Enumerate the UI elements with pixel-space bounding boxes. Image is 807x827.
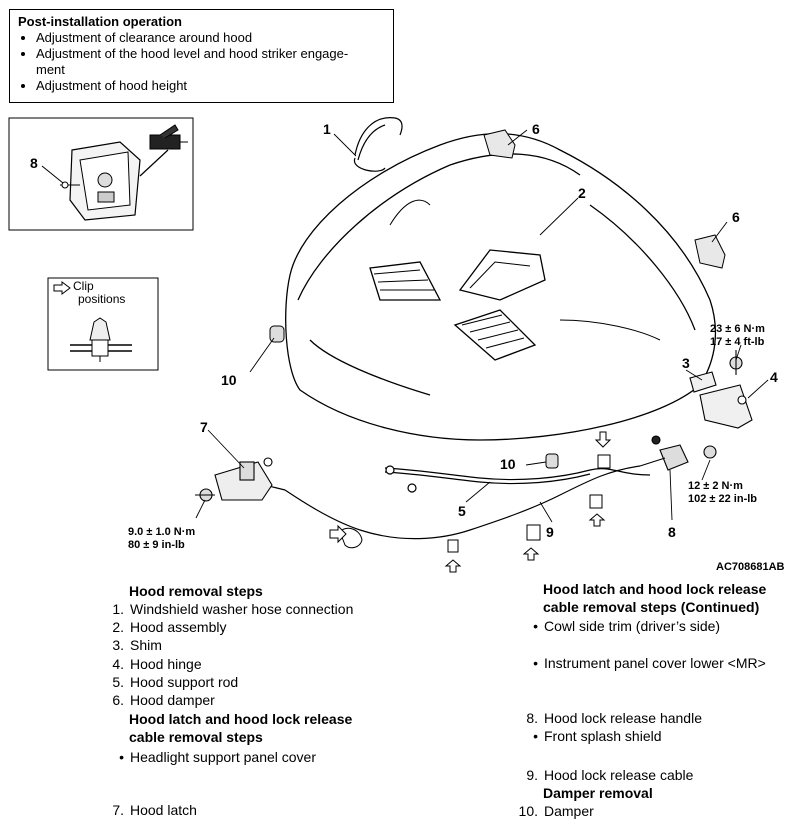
inset-part-label: 8: [30, 155, 38, 171]
figure-code: AC708681AB: [716, 561, 785, 573]
step-row: 10.Damper: [518, 803, 594, 819]
arrow-left-icon: [53, 281, 71, 295]
hood-exploded-diagram: 8 Clip positions: [8, 117, 785, 573]
step-row: 5.Hood support rod: [112, 674, 239, 690]
torque-latch-nm: 9.0 ± 1.0 N·m: [128, 526, 195, 538]
left-heading2-line1: Hood latch and hood lock release: [129, 711, 353, 727]
callout-1: 1: [323, 121, 331, 137]
torque-handle-nm: 12 ± 2 N·m: [688, 480, 743, 492]
release-handle: [639, 435, 689, 471]
callout-4: 4: [770, 369, 778, 385]
bullet-row: •Headlight support panel cover: [119, 749, 317, 765]
clip-label-line2: positions: [78, 292, 125, 306]
hood-latch: [195, 457, 273, 502]
right-heading2: Damper removal: [543, 785, 653, 801]
callout-6-upper: 6: [532, 121, 540, 137]
callout-5: 5: [458, 503, 466, 519]
callout-10-lower: 10: [500, 456, 516, 472]
damper-lower: [545, 453, 559, 469]
hood-assembly: [285, 132, 717, 441]
hood-damper: [483, 129, 726, 269]
clip-positions-inset: Clip positions: [47, 277, 159, 371]
callout-7: 7: [200, 419, 208, 435]
right-steps: Hood latch and hood lock release cable r…: [514, 580, 807, 827]
post-installation-list: Adjustment of clearance around hood Adju…: [18, 30, 385, 94]
right-heading-line1: Hood latch and hood lock release: [543, 581, 767, 597]
left-steps: Hood removal steps 1.Windshield washer h…: [100, 582, 400, 827]
torque-handle-inlb: 102 ± 22 in-lb: [688, 493, 757, 505]
latch-detail-inset: 8: [8, 117, 194, 231]
left-heading2-line2: cable removal steps: [129, 729, 263, 745]
callout-3: 3: [682, 355, 690, 371]
bullet-row: •Front splash shield: [533, 728, 662, 744]
callout-8: 8: [668, 524, 676, 540]
bullet-row: •Instrument panel cover lower <MR>: [533, 655, 766, 671]
step-row: 6.Hood damper: [112, 692, 215, 708]
torque-hinge-nm: 23 ± 6 N·m: [710, 323, 765, 335]
bullet-row: •Cowl side trim (driver’s side): [533, 618, 721, 634]
step-row: 4.Hood hinge: [112, 656, 202, 672]
post-item: Adjustment of hood height: [36, 78, 385, 94]
post-installation-box: Post-installation operation Adjustment o…: [9, 9, 394, 103]
cable-clips: [339, 454, 611, 553]
left-heading: Hood removal steps: [129, 583, 263, 599]
callout-6-lower: 6: [732, 209, 740, 225]
step-row: 2.Hood assembly: [112, 619, 227, 635]
post-item: Adjustment of the hood level and hood st…: [36, 46, 385, 78]
leader-lines: [195, 129, 769, 523]
hood-hinge: [689, 350, 753, 459]
damper-part: [269, 325, 285, 343]
release-cables: [229, 465, 651, 540]
clip-arrow-icons: [329, 431, 612, 573]
torque-latch-inlb: 80 ± 9 in-lb: [128, 539, 185, 551]
washer-hose: [354, 117, 403, 172]
step-row: 9.Hood lock release cable: [526, 767, 694, 783]
right-heading-line2: cable removal steps (Continued): [543, 599, 760, 615]
step-row: 1.Windshield washer hose connection: [112, 601, 354, 617]
post-installation-title: Post-installation operation: [18, 14, 182, 29]
callout-2: 2: [578, 185, 586, 201]
step-row: 3.Shim: [112, 637, 162, 653]
step-row: 8.Hood lock release handle: [526, 710, 702, 726]
torque-hinge-ftlb: 17 ± 4 ft-lb: [710, 336, 765, 348]
step-row: 7.Hood latch: [112, 802, 197, 818]
post-item: Adjustment of clearance around hood: [36, 30, 385, 46]
callout-9: 9: [546, 524, 554, 540]
callout-10-upper: 10: [221, 372, 237, 388]
clip-label-line1: Clip: [73, 279, 94, 293]
